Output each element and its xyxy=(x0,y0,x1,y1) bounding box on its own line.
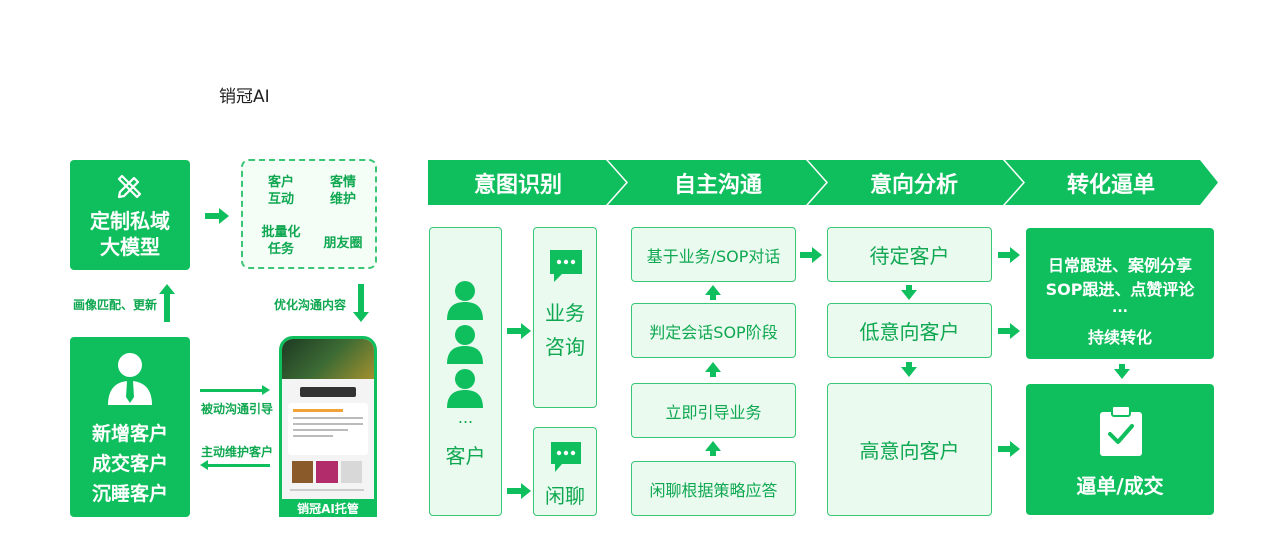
followup-line-1: 日常跟进、案例分享 xyxy=(1047,256,1192,275)
phone-caption: 销冠AI托管 xyxy=(297,501,359,516)
chat-label: 闲聊 xyxy=(545,484,585,508)
analysis-high: 高意向客户 xyxy=(827,383,992,516)
customer-column: ... 客户 xyxy=(429,227,502,516)
phone-caption-bar: 销冠AI托管 xyxy=(282,499,374,516)
stage-label-analysis: 意向分析 xyxy=(869,172,958,198)
user-icon xyxy=(447,325,483,364)
arrow-model-to-tasks xyxy=(205,208,229,224)
model-line2: 大模型 xyxy=(100,235,160,259)
business-consult-box: 业务 咨询 xyxy=(533,227,597,408)
arrow-to-business xyxy=(507,323,531,339)
customer-label: 客户 xyxy=(445,444,486,468)
phone-thumbnails xyxy=(292,461,362,483)
chat-icon xyxy=(550,250,582,282)
comm-guide-business: 立即引导业务 xyxy=(631,383,796,438)
arrow-low-to-convert xyxy=(998,323,1020,339)
arrow-up-1 xyxy=(705,285,721,300)
task-cell-batch: 批量化 任务 xyxy=(261,225,301,257)
convert-followup-box: 日常跟进、案例分享 SOP跟进、点赞评论 ... 持续转化 xyxy=(1026,228,1214,359)
arrow-passive xyxy=(200,385,270,395)
phone-mock: 销冠AI托管 xyxy=(279,336,377,517)
analysis-low: 低意向客户 xyxy=(827,303,992,358)
tools-icon xyxy=(117,174,142,199)
task-cell-interact: 客户 互动 xyxy=(267,175,294,207)
followup-line-4: 持续转化 xyxy=(1087,328,1152,347)
stage-chevron-2 xyxy=(608,160,826,205)
customer-closed: 成交客户 xyxy=(91,453,168,475)
comm-chat-strategy: 闲聊根据策略应答 xyxy=(631,461,796,516)
chat-icon xyxy=(551,442,581,472)
arrow-down-c1 xyxy=(1114,364,1130,379)
arrow-active xyxy=(200,460,270,470)
task-cell-maintain: 客情 维护 xyxy=(329,175,356,207)
deal-label: 逼单/成交 xyxy=(1076,474,1164,498)
model-line1: 定制私域 xyxy=(90,209,170,233)
customer-new: 新增客户 xyxy=(91,423,168,445)
clipboard-check-icon xyxy=(1100,406,1142,456)
arrow-down-a2 xyxy=(901,362,917,377)
arrow-up xyxy=(159,284,175,322)
arrow-high-to-deal xyxy=(998,441,1020,457)
stage-label-convert: 转化逼单 xyxy=(1066,172,1155,198)
customer-ellipsis: ... xyxy=(457,408,474,427)
arrow-comm-to-analysis xyxy=(800,247,822,263)
label-active: 主动维护客户 xyxy=(201,445,274,459)
label-passive: 被动沟通引导 xyxy=(201,402,274,416)
analysis-pending: 待定客户 xyxy=(827,227,992,282)
followup-line-3: ... xyxy=(1112,300,1128,316)
deal-box: 逼单/成交 xyxy=(1026,384,1214,515)
stage-chevrons xyxy=(428,160,1218,205)
person-icon xyxy=(108,353,152,405)
stage-chevron-4 xyxy=(1005,160,1218,205)
customer-types-box: 新增客户 成交客户 沉睡客户 xyxy=(70,337,190,517)
task-cell-moments: 朋友圈 xyxy=(323,235,363,251)
phone-message-card xyxy=(288,403,368,455)
arrow-to-chat xyxy=(507,483,531,499)
user-icon xyxy=(447,369,483,408)
comm-sop-stage: 判定会话SOP阶段 xyxy=(631,303,796,358)
stage-label-intent: 意图识别 xyxy=(473,172,562,198)
followup-line-2: SOP跟进、点赞评论 xyxy=(1045,280,1195,299)
phone-banner xyxy=(300,387,356,397)
customer-dormant: 沉睡客户 xyxy=(91,483,168,505)
stage-chevron-3 xyxy=(808,160,1023,205)
business-label: 业务 咨询 xyxy=(545,301,585,359)
arrow-up-3 xyxy=(705,441,721,456)
label-optimize: 优化沟通内容 xyxy=(274,298,347,312)
phone-footer-line xyxy=(290,489,364,491)
user-icon xyxy=(447,281,483,320)
arrow-down xyxy=(353,284,369,322)
phone-header xyxy=(282,339,374,379)
stage-chevron-1 xyxy=(428,160,626,205)
task-dashed-box: 客户 互动 客情 维护 批量化 任务 朋友圈 xyxy=(241,159,377,269)
label-profile-update: 画像匹配、更新 xyxy=(73,298,158,312)
arrow-up-2 xyxy=(705,362,721,377)
comm-sop-dialog: 基于业务/SOP对话 xyxy=(631,227,796,282)
stage-label-comm: 自主沟通 xyxy=(673,172,762,198)
private-model-box: 定制私域 大模型 xyxy=(70,160,190,270)
arrow-down-a1 xyxy=(901,285,917,300)
chat-box: 闲聊 xyxy=(533,427,597,516)
page-title: 销冠AI xyxy=(219,87,270,107)
arrow-pending-to-convert xyxy=(998,247,1020,263)
